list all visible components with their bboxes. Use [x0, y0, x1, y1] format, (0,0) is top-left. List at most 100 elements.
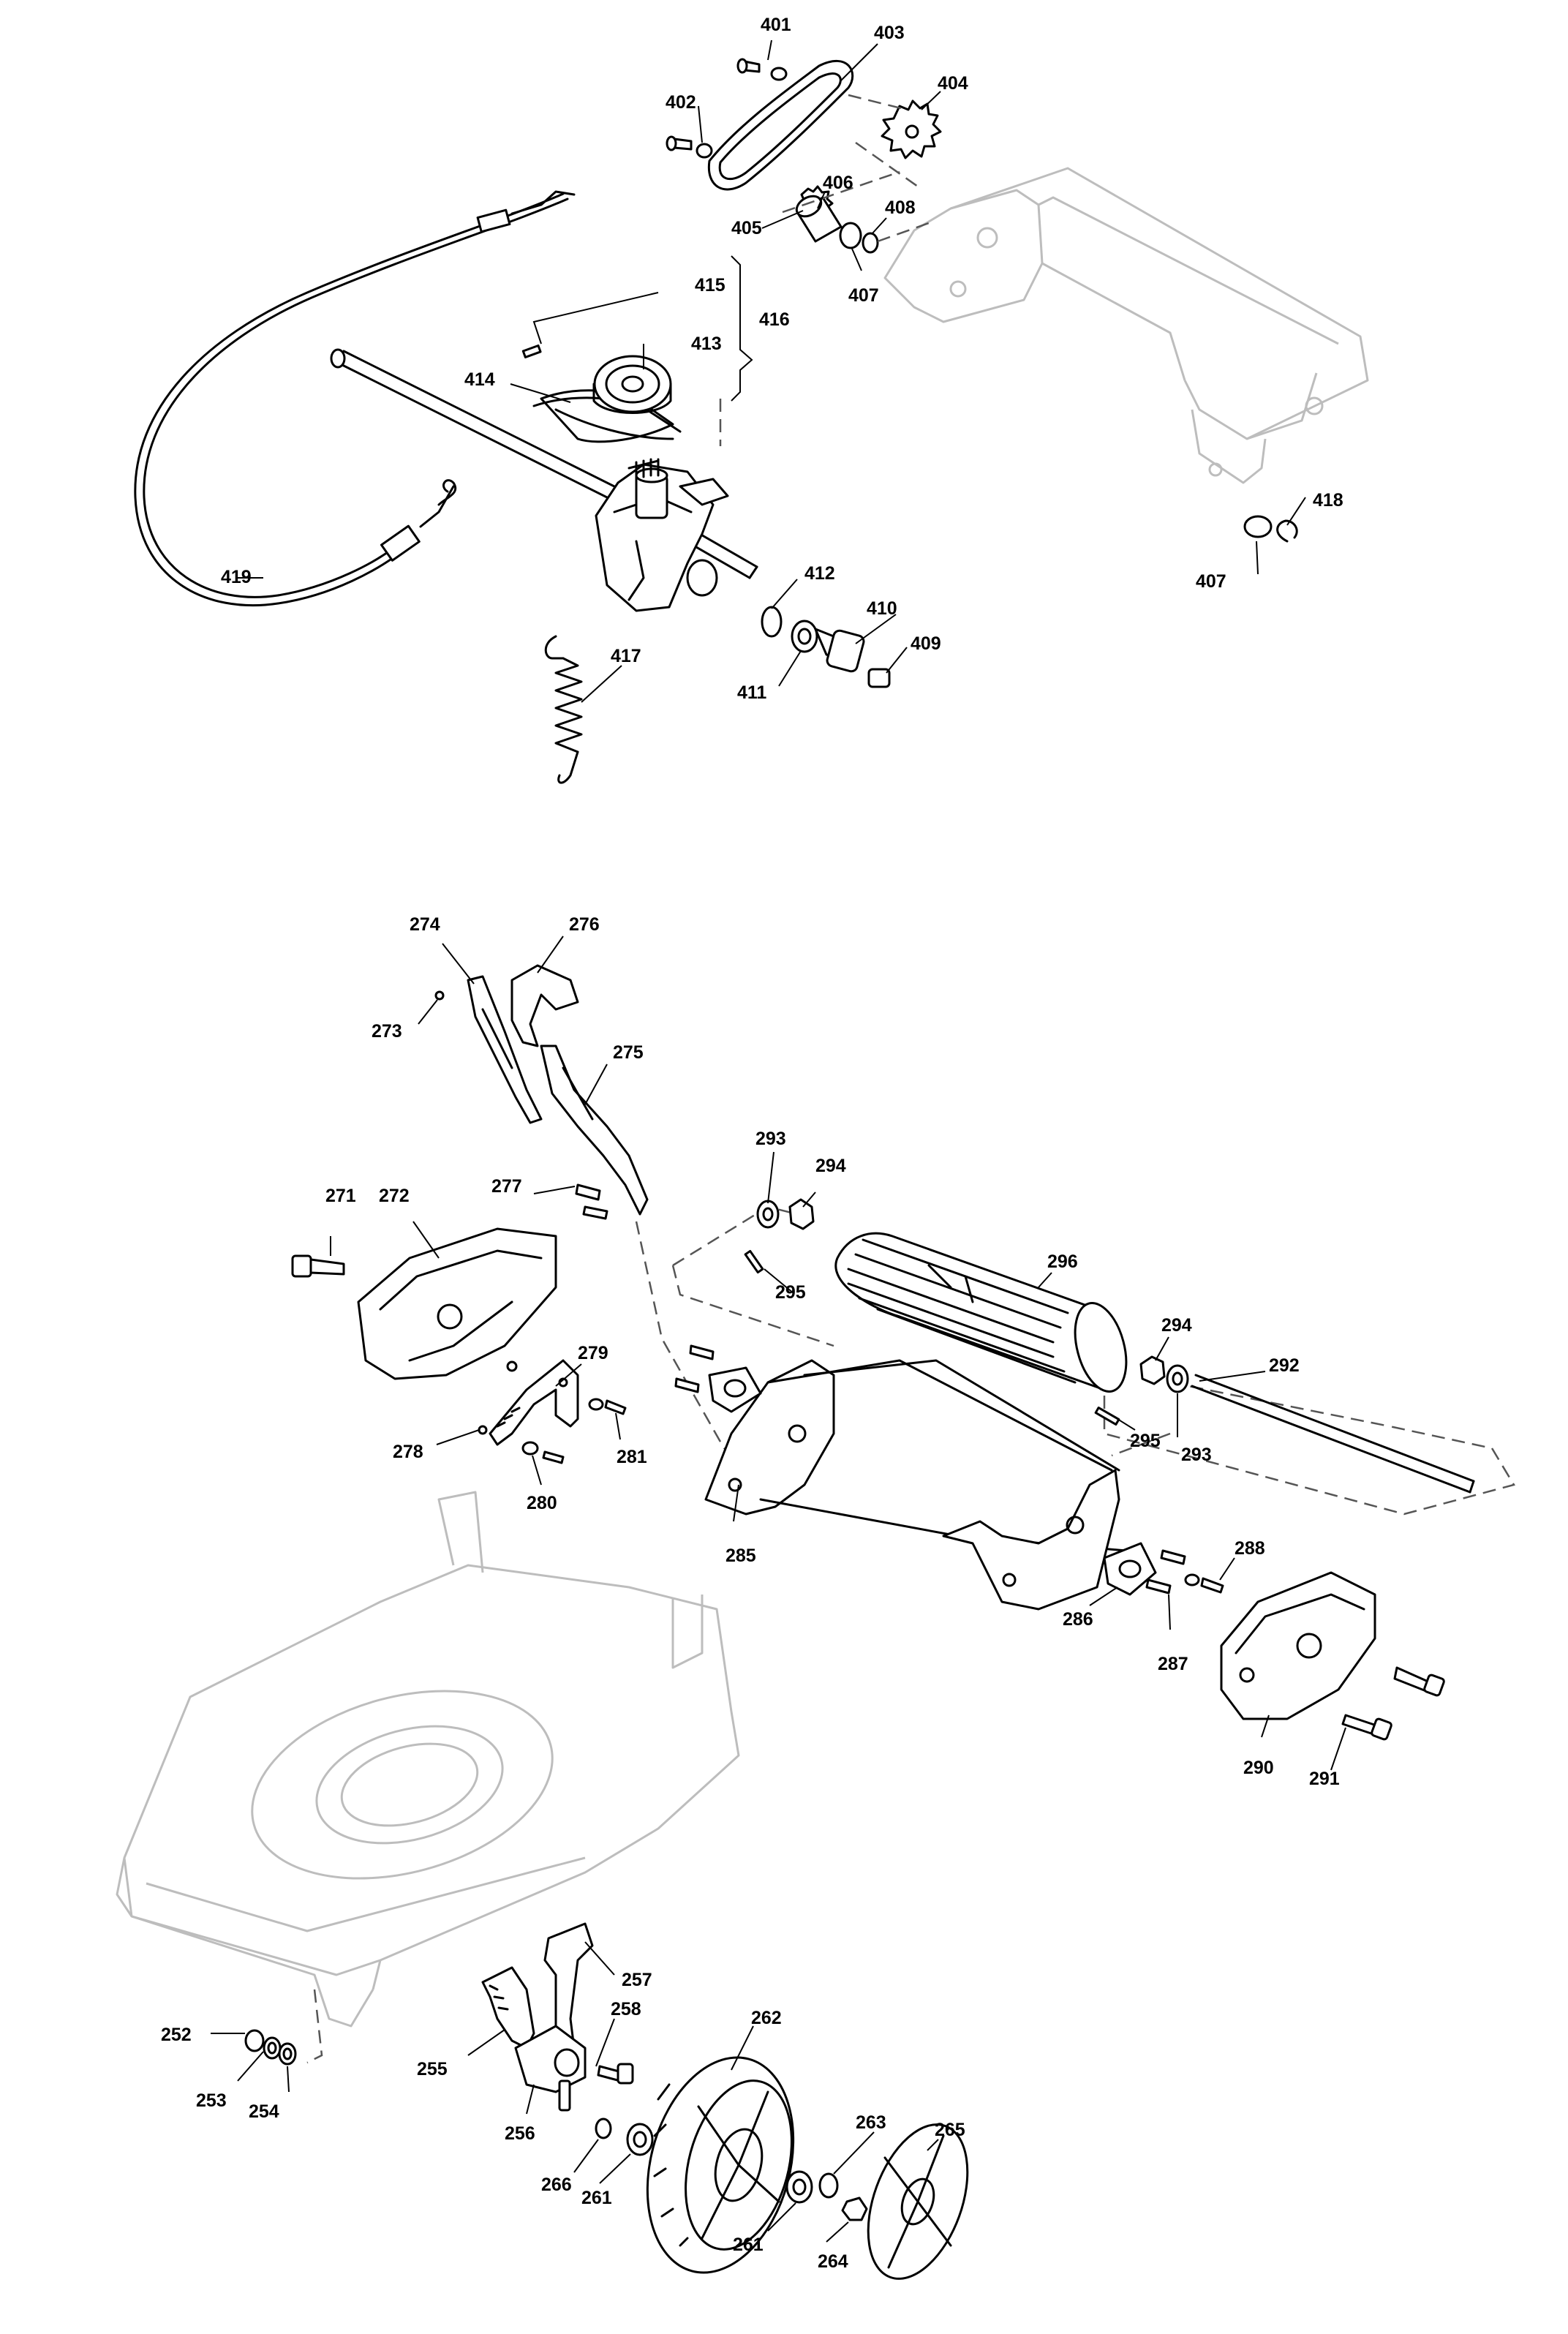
callout-277: 277 [491, 1176, 522, 1197]
bearing-plate-286 [1103, 1542, 1157, 1596]
clip-418 [1276, 519, 1298, 543]
upper-drive-assembly [134, 39, 1369, 784]
callout-416: 416 [759, 309, 790, 330]
roller-shaft-292 [1191, 1374, 1475, 1494]
callout-258: 258 [611, 1999, 641, 2019]
wheel-cover-290 [1220, 1571, 1376, 1720]
rear-roller-296 [834, 1232, 1128, 1393]
callout-255: 255 [417, 2059, 448, 2079]
callout-407-top: 407 [848, 285, 879, 306]
gear-294-right [1139, 1355, 1166, 1385]
callout-292: 292 [1269, 1355, 1300, 1376]
callout-291: 291 [1309, 1769, 1340, 1789]
callout-labels: 401 402 403 404 405 406 407 408 415 416 … [161, 15, 1343, 2272]
callout-261-right: 261 [733, 2235, 764, 2255]
chain [707, 60, 854, 191]
height-bracket-279 [489, 1359, 579, 1446]
callout-414: 414 [464, 369, 495, 390]
callout-253: 253 [196, 2090, 227, 2111]
callout-296: 296 [1047, 1251, 1078, 1272]
screw-278a [506, 1360, 518, 1372]
callout-280: 280 [527, 1493, 557, 1513]
callout-287: 287 [1158, 1654, 1188, 1674]
callout-286: 286 [1063, 1609, 1093, 1630]
screw-288 [1200, 1577, 1224, 1594]
callout-405: 405 [731, 218, 762, 238]
drive-cable [134, 190, 576, 607]
screw-287b [1145, 1578, 1172, 1595]
callout-262: 262 [751, 2008, 782, 2028]
washer-280 [521, 1441, 539, 1456]
callout-412: 412 [804, 563, 835, 584]
leaders-upper [238, 39, 1306, 703]
bolt-271 [291, 1254, 345, 1278]
callout-406: 406 [823, 173, 853, 193]
washer-288 [1184, 1573, 1200, 1586]
pin-295-left [744, 1249, 764, 1274]
callout-261-left: 261 [581, 2188, 612, 2208]
callout-263: 263 [856, 2112, 886, 2133]
callout-285: 285 [725, 1546, 756, 1566]
washer-293-right [1166, 1364, 1189, 1393]
screws-277 [575, 1183, 608, 1220]
assembly-bracket [731, 255, 753, 402]
pin-295-right [1094, 1407, 1120, 1426]
callout-271: 271 [325, 1186, 356, 1206]
pulley-and-belt [532, 355, 682, 443]
bearing-261-inner [626, 2123, 654, 2156]
callout-404: 404 [938, 73, 968, 94]
hub-cap-265 [867, 2123, 969, 2280]
callout-281: 281 [617, 1447, 647, 1467]
gearbox [595, 458, 729, 612]
callout-290: 290 [1243, 1758, 1274, 1778]
callout-417: 417 [611, 646, 641, 666]
rear-frame-ghost [883, 167, 1369, 484]
callout-293-right: 293 [1181, 1445, 1212, 1465]
callout-411: 411 [737, 682, 766, 703]
callout-288: 288 [1235, 1538, 1265, 1559]
callout-402: 402 [666, 92, 696, 113]
height-lever-assembly [481, 1922, 594, 2112]
roller-frame-285 [704, 1359, 1128, 1611]
wheel-262 [646, 2056, 795, 2274]
wheel-cover-272 [357, 1227, 557, 1380]
washer-263 [818, 2172, 839, 2199]
guide-lines-upper [719, 94, 930, 446]
callout-278: 278 [393, 1442, 423, 1462]
screw-287a [1160, 1549, 1186, 1565]
leaders-lower [211, 936, 1346, 2243]
washer-407-lower [1243, 515, 1273, 538]
screw-280 [542, 1450, 565, 1464]
washer-281 [588, 1398, 604, 1411]
callout-293-top: 293 [755, 1129, 786, 1149]
callout-252: 252 [161, 2025, 192, 2045]
output-shaft-parts [761, 606, 891, 688]
bushing-266 [595, 2117, 612, 2139]
callout-256: 256 [505, 2123, 535, 2144]
callout-409: 409 [911, 633, 941, 654]
callout-275: 275 [613, 1042, 644, 1063]
nuts-252-254 [244, 2029, 297, 2066]
callout-257: 257 [622, 1970, 652, 1990]
callout-418: 418 [1313, 490, 1343, 511]
pin [521, 344, 542, 358]
callout-295-left: 295 [775, 1282, 806, 1303]
bearing-plate-left [674, 1344, 762, 1413]
callout-401: 401 [761, 15, 791, 35]
lever-274 [467, 975, 543, 1124]
gear-294-left [788, 1198, 815, 1230]
large-sprocket [881, 99, 942, 159]
ring-408 [862, 232, 879, 254]
callout-254: 254 [249, 2101, 279, 2122]
bearing-261-outer [785, 2170, 813, 2204]
spring [544, 635, 583, 784]
callout-419: 419 [221, 567, 252, 587]
callout-294-top: 294 [815, 1156, 846, 1176]
screw-273 [434, 990, 445, 1001]
callout-266: 266 [541, 2175, 572, 2195]
callout-265: 265 [935, 2120, 965, 2140]
lever-276 [510, 964, 579, 1047]
callout-295-right: 295 [1130, 1431, 1161, 1451]
callout-403: 403 [874, 23, 905, 43]
